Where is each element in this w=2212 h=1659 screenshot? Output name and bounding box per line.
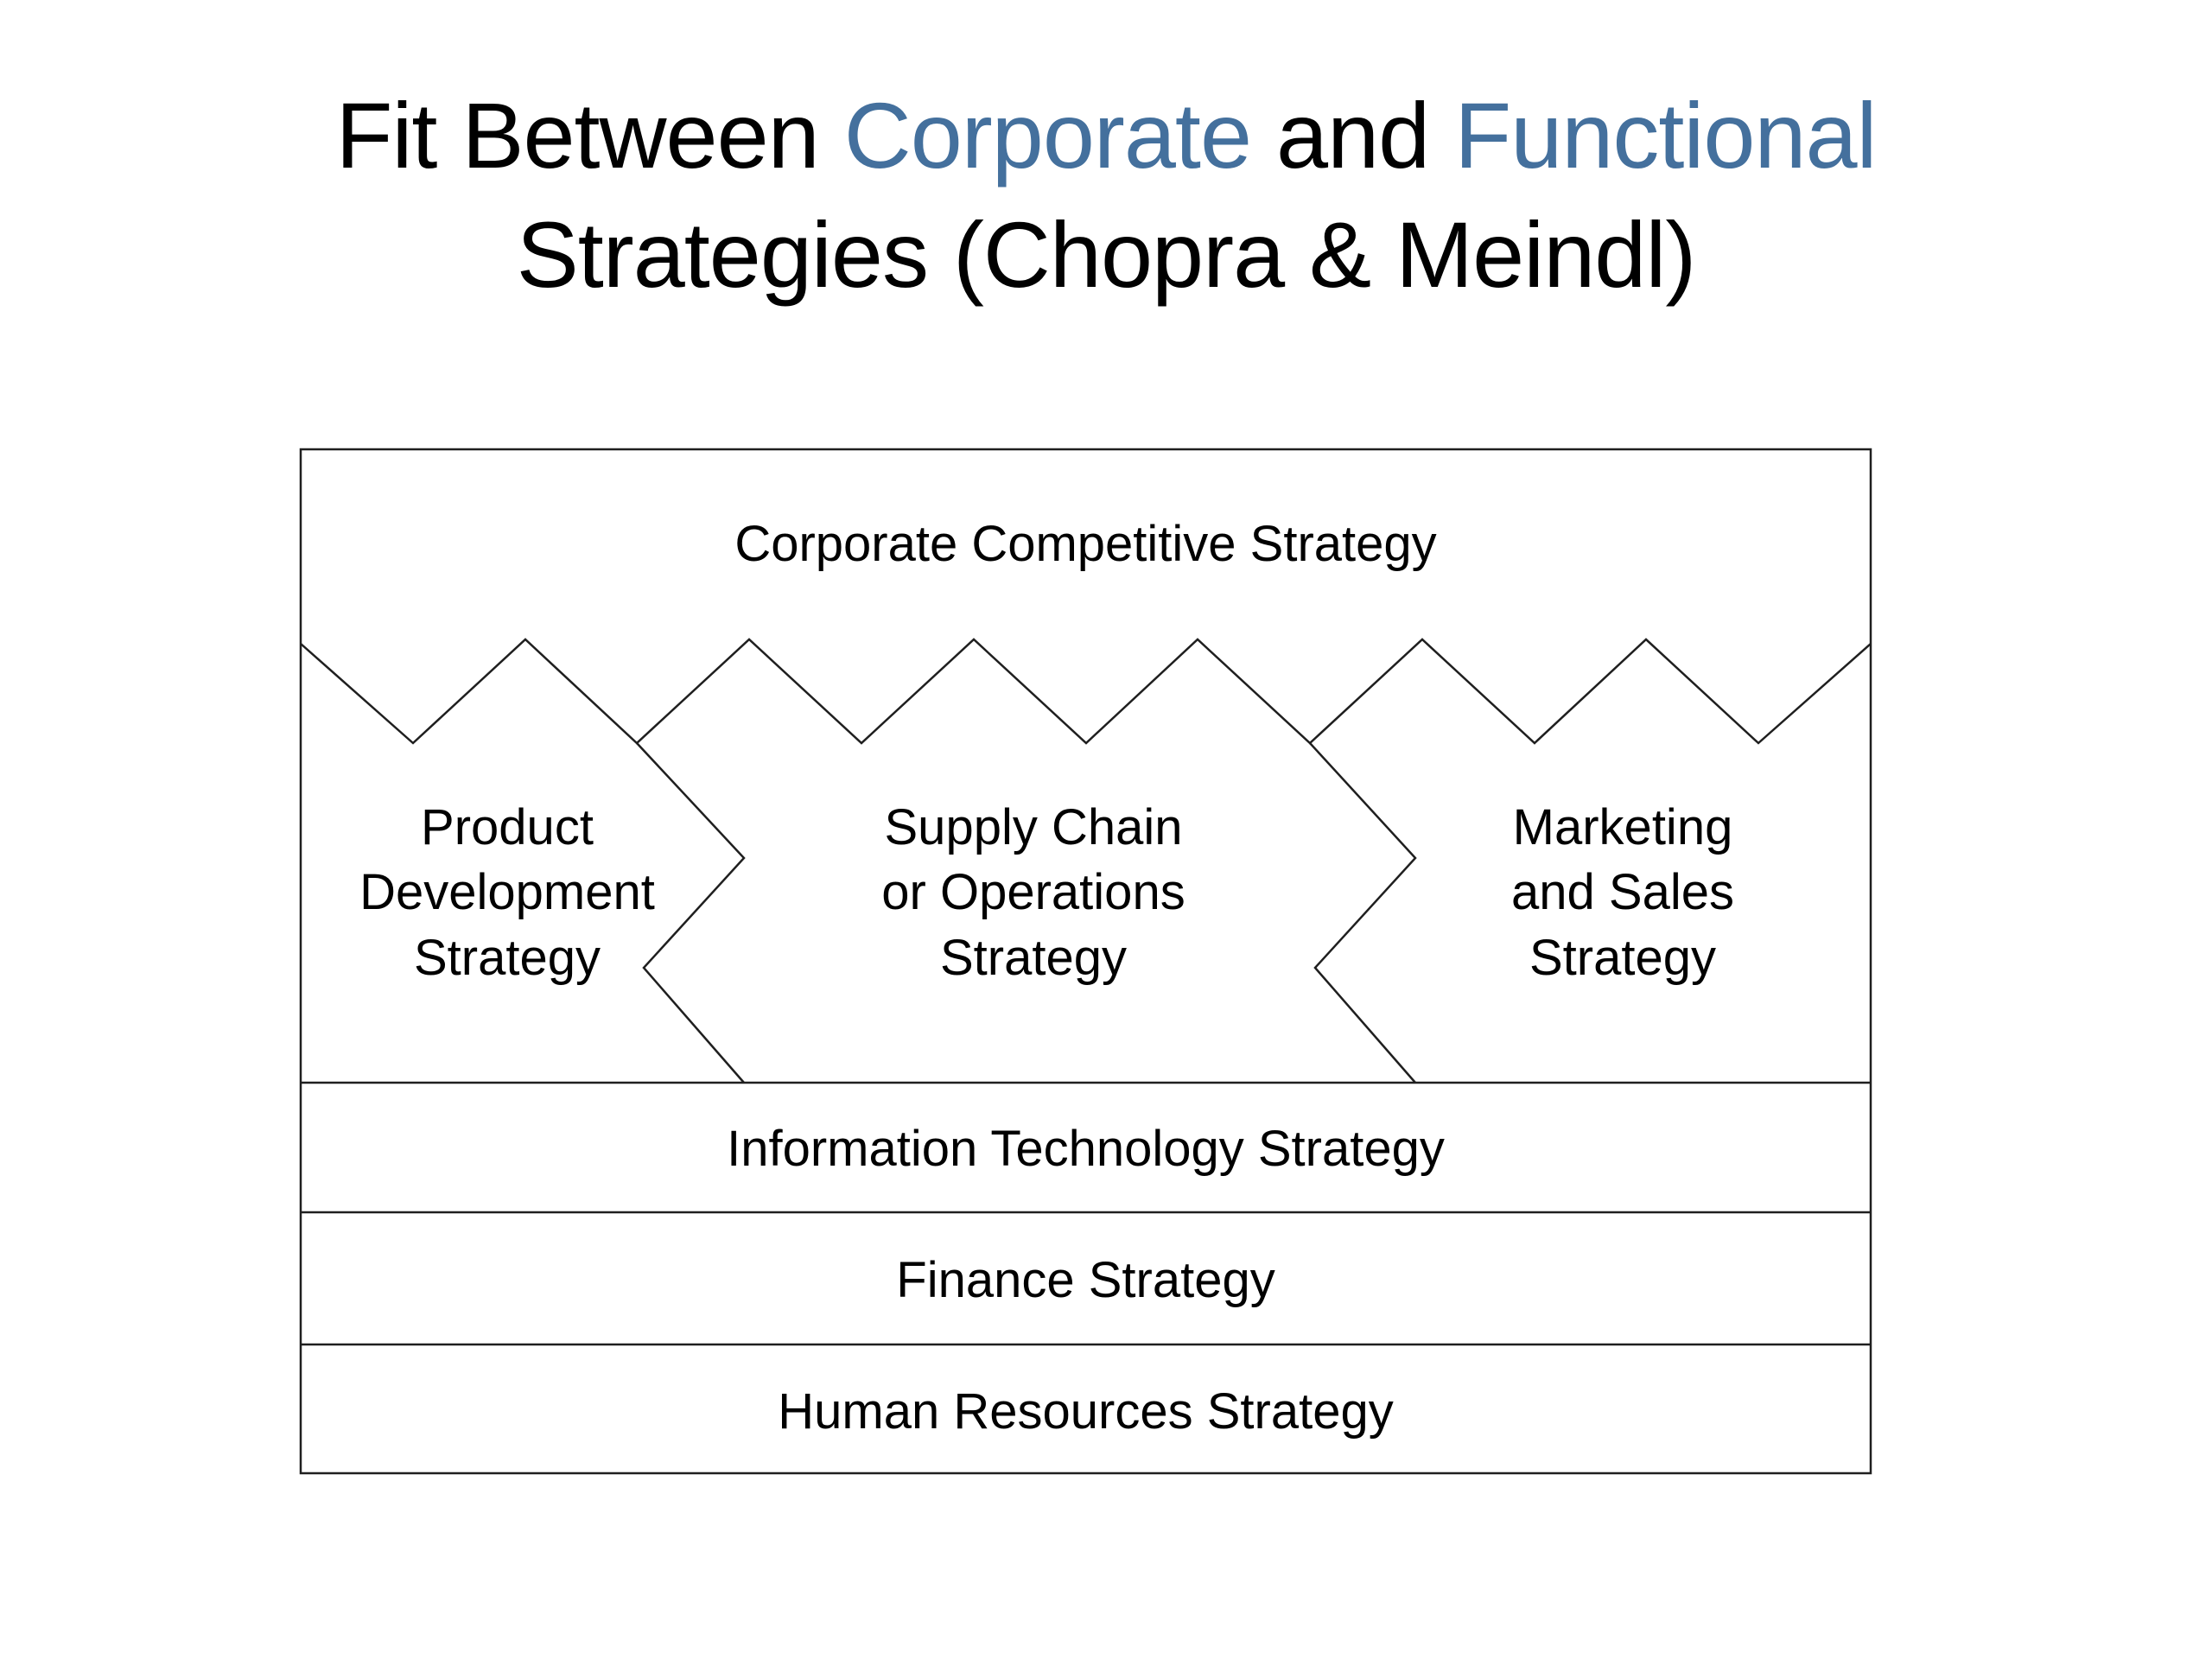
- diagram-border: [299, 448, 1872, 1475]
- title-text-functional: Functional: [1454, 83, 1877, 188]
- page-title: Fit Between Corporate and Functional Str…: [0, 76, 2212, 315]
- finance-strategy-label: Finance Strategy: [896, 1252, 1275, 1308]
- title-text-1: Fit Between: [335, 83, 844, 188]
- corporate-strategy-label: Corporate Competitive Strategy: [734, 516, 1437, 572]
- separator-right-zigzag: [1309, 742, 1417, 1084]
- product-development-strategy-label: Product Development Strategy: [359, 799, 655, 986]
- supply-chain-strategy-label: Supply Chain or Operations Strategy: [881, 799, 1185, 986]
- information-technology-strategy-label: Information Technology Strategy: [727, 1121, 1445, 1177]
- marketing-sales-strategy-label: Marketing and Sales Strategy: [1511, 799, 1734, 986]
- separator-left-zigzag: [636, 742, 746, 1084]
- top-zigzag-line: [300, 638, 1872, 745]
- human-resources-strategy-label: Human Resources Strategy: [778, 1383, 1394, 1440]
- title-text-2: and: [1251, 83, 1455, 188]
- title-text-3: Strategies (Chopra & Meindl): [516, 202, 1697, 308]
- title-text-corporate: Corporate: [843, 83, 1252, 188]
